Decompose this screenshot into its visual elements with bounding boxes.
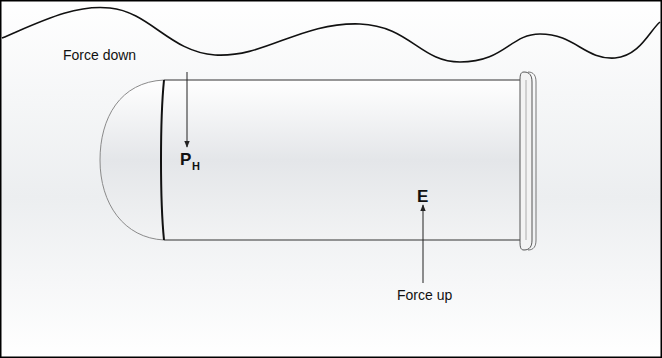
end-flange: [528, 72, 536, 250]
cap-seam: [161, 80, 164, 240]
force-up-arrow: [423, 205, 424, 283]
hull-top: [164, 80, 524, 81]
end-flange: [520, 72, 532, 250]
force-label: Force down: [63, 48, 136, 62]
force-symbol: P: [180, 151, 191, 168]
hull-body: [164, 80, 524, 240]
end-flange: [526, 80, 527, 240]
water-surface: [2, 7, 660, 62]
hemispherical-cap: [100, 80, 164, 240]
force-subscript: H: [192, 161, 200, 172]
force-down-arrow: [187, 72, 188, 147]
force-symbol: E: [417, 188, 428, 205]
hull-bottom: [164, 240, 524, 241]
force-label: Force up: [397, 288, 452, 302]
